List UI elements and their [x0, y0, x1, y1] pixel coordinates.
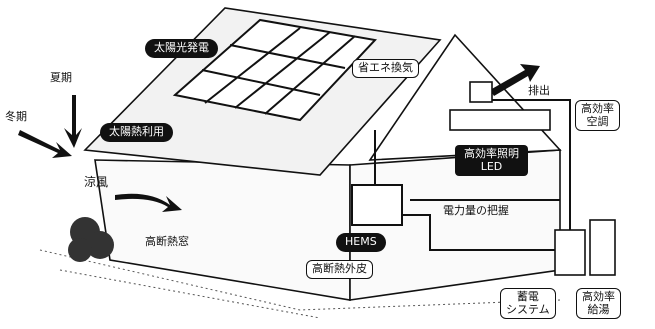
label-winter: 冬期	[5, 110, 27, 123]
label-solar-heat: 太陽熱利用	[100, 123, 173, 142]
label-storage: 蓄電 システム	[500, 288, 556, 320]
outdoor-units	[554, 219, 616, 276]
ventilation-fan-shape	[469, 81, 493, 103]
hems-device-shape	[351, 184, 403, 226]
label-lighting: 高効率照明 LED	[455, 145, 528, 177]
solar-panel	[172, 18, 377, 122]
ground-lines	[39, 249, 561, 319]
label-solar-power: 太陽光発電	[145, 39, 218, 58]
label-window: 高断熱窓	[145, 235, 189, 248]
label-aircon: 高効率 空調	[575, 100, 620, 132]
label-water-heater: 高効率 給湯	[576, 288, 621, 320]
label-summer: 夏期	[50, 71, 72, 84]
label-power-grasp: 電力量の把握	[443, 204, 509, 217]
wind-arrows	[18, 64, 540, 212]
label-hems: HEMS	[336, 233, 386, 252]
shrub	[68, 217, 114, 262]
label-cool-wind: 涼風	[84, 175, 109, 189]
label-wall: 高断熱外皮	[306, 260, 373, 279]
label-ventilation: 省エネ換気	[352, 59, 419, 78]
aircon-unit-shape	[449, 109, 551, 131]
label-exhaust: 排出	[528, 84, 550, 97]
